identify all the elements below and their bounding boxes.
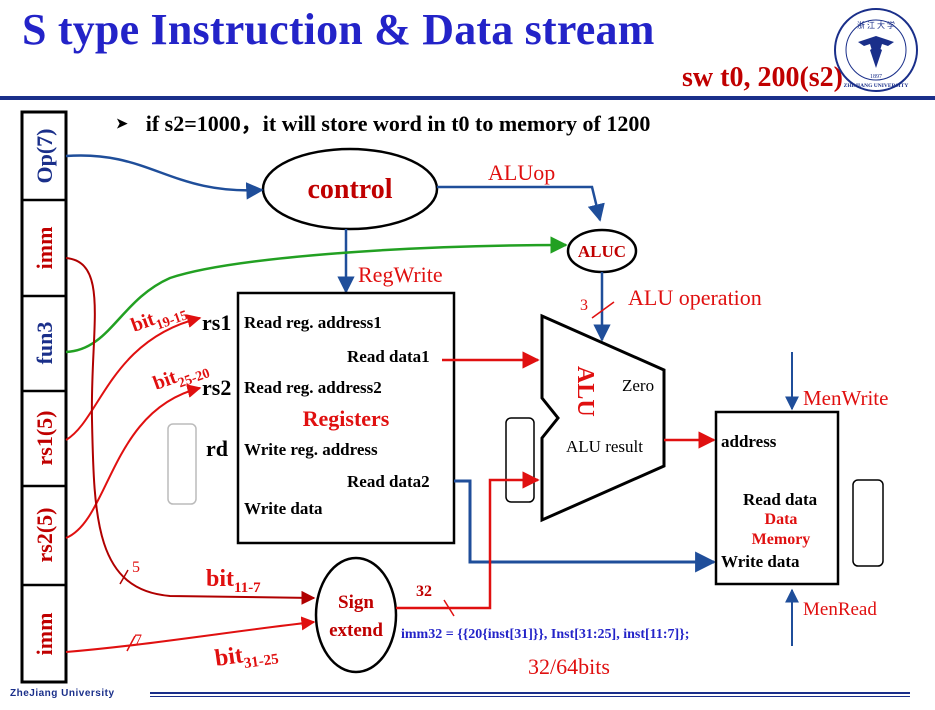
mem-title-1: Data — [765, 511, 798, 528]
bullet-text: if s2=1000，it will store word in t0 to m… — [145, 111, 651, 136]
field-rs1: rs1(5) — [32, 411, 57, 466]
logo-chinese: 浙 江 大 学 — [857, 20, 895, 30]
alu-result-label: ALU result — [566, 437, 643, 456]
field-fun3: fun3 — [32, 322, 57, 365]
rs2-label: rs2 — [202, 375, 231, 400]
slide-title: S type Instruction & Data stream — [22, 5, 655, 54]
rs2-wire — [65, 384, 202, 539]
width32-label: 32 — [416, 583, 432, 600]
fun3-to-aluc-wire — [65, 236, 568, 354]
alu-unit — [540, 313, 666, 523]
sign-extend-label-2: extend — [329, 620, 383, 641]
read-data2-wire — [454, 479, 717, 573]
width7-label: 7 — [134, 632, 142, 649]
alu-op-width: 3 — [580, 297, 588, 314]
mem-address-label: address — [721, 432, 777, 451]
reg-read-addr2: Read reg. address2 — [244, 378, 382, 397]
placeholder-box — [852, 479, 884, 567]
imm32-formula: imm32 = {{20{inst[31]}}, Inst[31:25], in… — [401, 627, 689, 642]
reg-read-data1: Read data1 — [347, 347, 430, 366]
op-to-control-wire — [65, 154, 264, 200]
field-imm-lower: imm — [32, 613, 57, 656]
mem-title-2: Memory — [752, 531, 811, 548]
rs1-label: rs1 — [202, 310, 231, 335]
logo-year: 1897 — [870, 74, 882, 80]
field-op: Op(7) — [32, 129, 57, 184]
mux-placeholder-box — [505, 417, 535, 503]
reg-read-data2: Read data2 — [347, 472, 430, 491]
instruction-field-column: Op(7) imm fun3 rs1(5) rs2(5) imm — [20, 110, 68, 684]
mem-write-data-label: Write data — [721, 552, 800, 571]
university-logo: 浙 江 大 学 1897 ZHEJIANG UNIVERSITY — [834, 8, 918, 92]
reg-read-addr1: Read reg. address1 — [244, 313, 382, 332]
width-slash — [126, 635, 136, 652]
bits-width-label: 32/64bits — [528, 654, 610, 679]
reg-write-addr: Write reg. address — [244, 440, 378, 459]
width5-label: 5 — [132, 559, 140, 576]
field-imm-upper: imm — [32, 227, 57, 270]
register-file — [236, 291, 456, 545]
aluc-label: ALUC — [578, 242, 626, 261]
rs1-wire — [65, 314, 202, 441]
alu-operation-label: ALU operation — [628, 285, 762, 310]
sign-extend-label-1: Sign — [338, 592, 374, 613]
placeholder-box — [167, 423, 197, 505]
imm11-7-wire — [65, 257, 316, 605]
registers-title: Registers — [303, 406, 390, 431]
memread-label: MenRead — [803, 599, 877, 620]
logo-english: ZHEJIANG UNIVERSITY — [844, 83, 909, 89]
reg-write-data: Write data — [244, 499, 323, 518]
bit31-25-label: bit31-25 — [213, 637, 280, 675]
bullet-line: ➤ if s2=1000，it will store word in t0 to … — [116, 106, 650, 138]
control-label: control — [307, 174, 392, 205]
field-rs2: rs2(5) — [32, 508, 57, 563]
alu-zero-label: Zero — [622, 376, 654, 395]
imm32-wire — [396, 471, 540, 610]
data-memory — [714, 410, 840, 586]
rd-label: rd — [206, 436, 228, 461]
aluop-label: ALUop — [488, 160, 555, 185]
title-divider — [0, 96, 935, 100]
sign-extend-unit — [314, 556, 398, 674]
mem-read-data-label: Read data — [743, 490, 818, 509]
footer-divider — [150, 696, 910, 697]
instruction-subtitle: sw t0, 200(s2) — [682, 62, 843, 93]
alu-label: ALU — [572, 366, 598, 417]
memwrite-label: MenWrite — [803, 386, 888, 410]
footer-university: ZheJiang University — [10, 688, 115, 699]
imm31-25-wire — [65, 616, 316, 653]
bit11-7-label: bit11-7 — [206, 566, 261, 596]
regwrite-label: RegWrite — [358, 262, 443, 287]
width-slash — [443, 599, 455, 617]
width-slash — [591, 301, 615, 319]
width-slash — [119, 569, 129, 585]
aluop-wire — [437, 185, 605, 222]
bullet-arrow-icon: ➤ — [116, 117, 128, 132]
instruction-frame — [20, 110, 68, 684]
footer-divider — [150, 692, 910, 694]
